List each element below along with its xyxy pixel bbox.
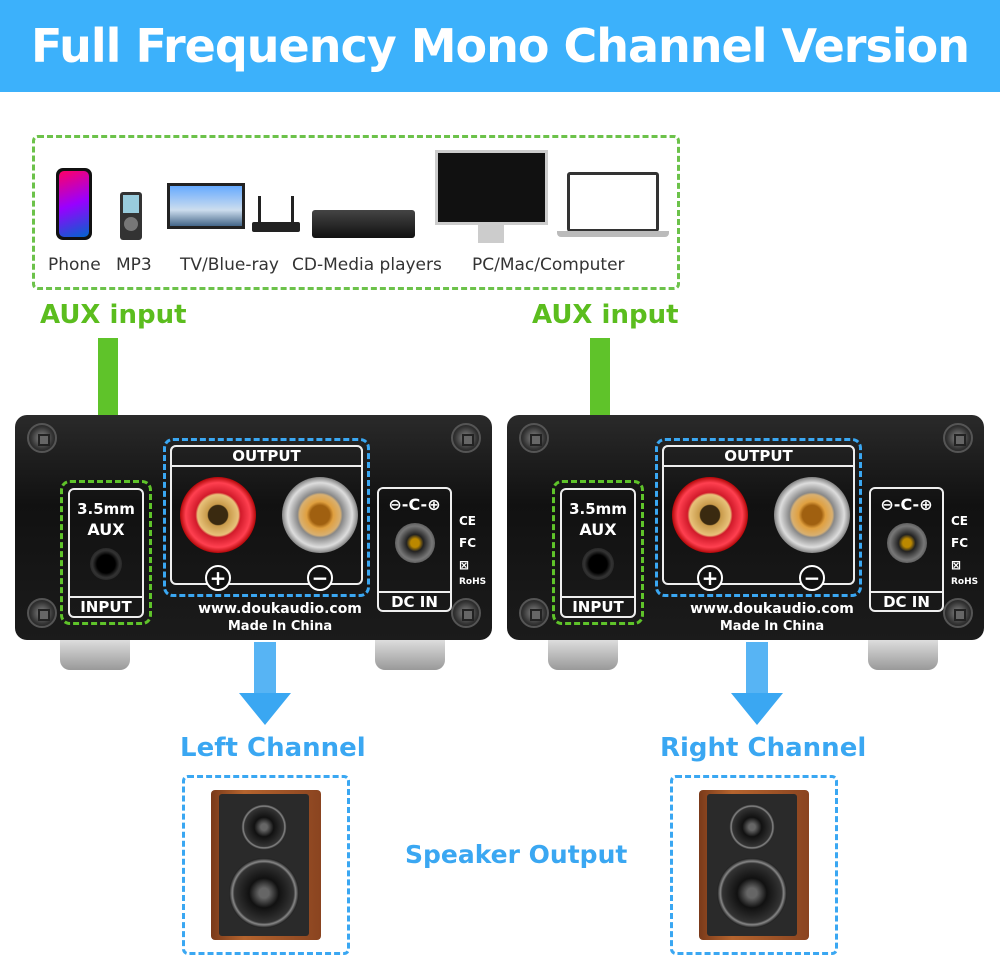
dc-in-label: DC IN bbox=[379, 591, 450, 611]
aux-input-label-right: AUX input bbox=[532, 300, 679, 330]
screw-icon bbox=[519, 598, 549, 628]
monitor-icon bbox=[435, 150, 548, 225]
screw-icon bbox=[943, 598, 973, 628]
origin-text: Made In China bbox=[227, 619, 333, 634]
input-highlight: 3.5mm AUX INPUT bbox=[60, 480, 152, 625]
dc-jack-icon[interactable] bbox=[887, 523, 927, 563]
source-devices-box bbox=[32, 135, 680, 290]
negative-terminal[interactable] bbox=[282, 477, 358, 553]
input-label: INPUT bbox=[70, 596, 142, 616]
plus-icon: + bbox=[205, 565, 231, 591]
screw-icon bbox=[451, 423, 481, 453]
input-type: AUX bbox=[87, 520, 125, 539]
right-speaker-box bbox=[670, 775, 838, 955]
left-channel-label: Left Channel bbox=[180, 733, 366, 763]
fc-mark: FC bbox=[459, 536, 477, 550]
cd-player-icon bbox=[312, 210, 415, 238]
positive-terminal[interactable] bbox=[672, 477, 748, 553]
laptop-base bbox=[557, 231, 669, 237]
minus-icon: − bbox=[307, 565, 333, 591]
tv-icon bbox=[167, 183, 245, 229]
amplifier-left: 3.5mm AUX INPUT OUTPUT + − www.doukaudio… bbox=[15, 415, 492, 640]
screw-icon bbox=[27, 423, 57, 453]
ce-mark: CE bbox=[459, 514, 477, 528]
plus-icon: + bbox=[697, 565, 723, 591]
negative-terminal[interactable] bbox=[774, 477, 850, 553]
screw-icon bbox=[519, 423, 549, 453]
label-cd: CD-Media players bbox=[292, 255, 442, 275]
router-antennas bbox=[258, 196, 294, 223]
dc-panel: ⊖-C-⊕ DC IN bbox=[869, 487, 944, 612]
input-panel: 3.5mm AUX INPUT bbox=[68, 488, 144, 618]
dc-panel: ⊖-C-⊕ DC IN bbox=[377, 487, 452, 612]
input-highlight: 3.5mm AUX INPUT bbox=[552, 480, 644, 625]
fc-mark: FC bbox=[951, 536, 969, 550]
router-icon bbox=[252, 222, 300, 232]
input-size: 3.5mm bbox=[77, 500, 135, 518]
right-channel-label: Right Channel bbox=[660, 733, 867, 763]
output-panel: OUTPUT + − bbox=[170, 445, 363, 591]
label-tv: TV/Blue-ray bbox=[180, 255, 279, 275]
dc-polarity-icon: ⊖-C-⊕ bbox=[880, 495, 933, 514]
dc-in-label: DC IN bbox=[871, 591, 942, 611]
certification-marks: CE FC ⊠ RoHS bbox=[459, 510, 486, 588]
output-highlight: OUTPUT + − bbox=[163, 438, 370, 597]
output-panel: OUTPUT + − bbox=[662, 445, 855, 591]
screw-icon bbox=[27, 598, 57, 628]
label-phone: Phone bbox=[48, 255, 101, 275]
amp-foot bbox=[868, 640, 938, 670]
amp-foot bbox=[60, 640, 130, 670]
phone-icon bbox=[56, 168, 92, 240]
input-panel: 3.5mm AUX INPUT bbox=[560, 488, 636, 618]
page-title: Full Frequency Mono Channel Version bbox=[0, 0, 1000, 92]
rohs-mark: RoHS bbox=[459, 577, 487, 587]
output-label: OUTPUT bbox=[170, 445, 363, 467]
minus-icon: − bbox=[799, 565, 825, 591]
website-text: www.doukaudio.com bbox=[198, 601, 362, 617]
aux-jack-icon[interactable] bbox=[90, 548, 122, 580]
origin-text: Made In China bbox=[719, 619, 825, 634]
screw-icon bbox=[451, 598, 481, 628]
ce-mark: CE bbox=[951, 514, 969, 528]
aux-input-label-left: AUX input bbox=[40, 300, 187, 330]
monitor-stand bbox=[478, 225, 504, 243]
amp-foot bbox=[548, 640, 618, 670]
label-mp3: MP3 bbox=[116, 255, 152, 275]
speaker-output-label: Speaker Output bbox=[405, 840, 628, 869]
aux-jack-icon[interactable] bbox=[582, 548, 614, 580]
output-label: OUTPUT bbox=[662, 445, 855, 467]
input-size: 3.5mm bbox=[569, 500, 627, 518]
amp-foot bbox=[375, 640, 445, 670]
rohs-mark: RoHS bbox=[951, 577, 979, 587]
amplifier-right: 3.5mm AUX INPUT OUTPUT + − www.doukaudio… bbox=[507, 415, 984, 640]
input-type: AUX bbox=[579, 520, 617, 539]
positive-terminal[interactable] bbox=[180, 477, 256, 553]
certification-marks: CE FC ⊠ RoHS bbox=[951, 510, 978, 588]
website-text: www.doukaudio.com bbox=[690, 601, 854, 617]
dc-jack-icon[interactable] bbox=[395, 523, 435, 563]
label-pc: PC/Mac/Computer bbox=[472, 255, 625, 275]
screw-icon bbox=[943, 423, 973, 453]
dc-polarity-icon: ⊖-C-⊕ bbox=[388, 495, 441, 514]
output-highlight: OUTPUT + − bbox=[655, 438, 862, 597]
laptop-icon bbox=[567, 172, 659, 232]
left-speaker-box bbox=[182, 775, 350, 955]
speaker-icon bbox=[211, 790, 321, 940]
speaker-icon bbox=[699, 790, 809, 940]
weee-bin-icon: ⊠ bbox=[951, 558, 962, 572]
mp3-icon bbox=[120, 192, 142, 240]
weee-bin-icon: ⊠ bbox=[459, 558, 470, 572]
input-label: INPUT bbox=[562, 596, 634, 616]
